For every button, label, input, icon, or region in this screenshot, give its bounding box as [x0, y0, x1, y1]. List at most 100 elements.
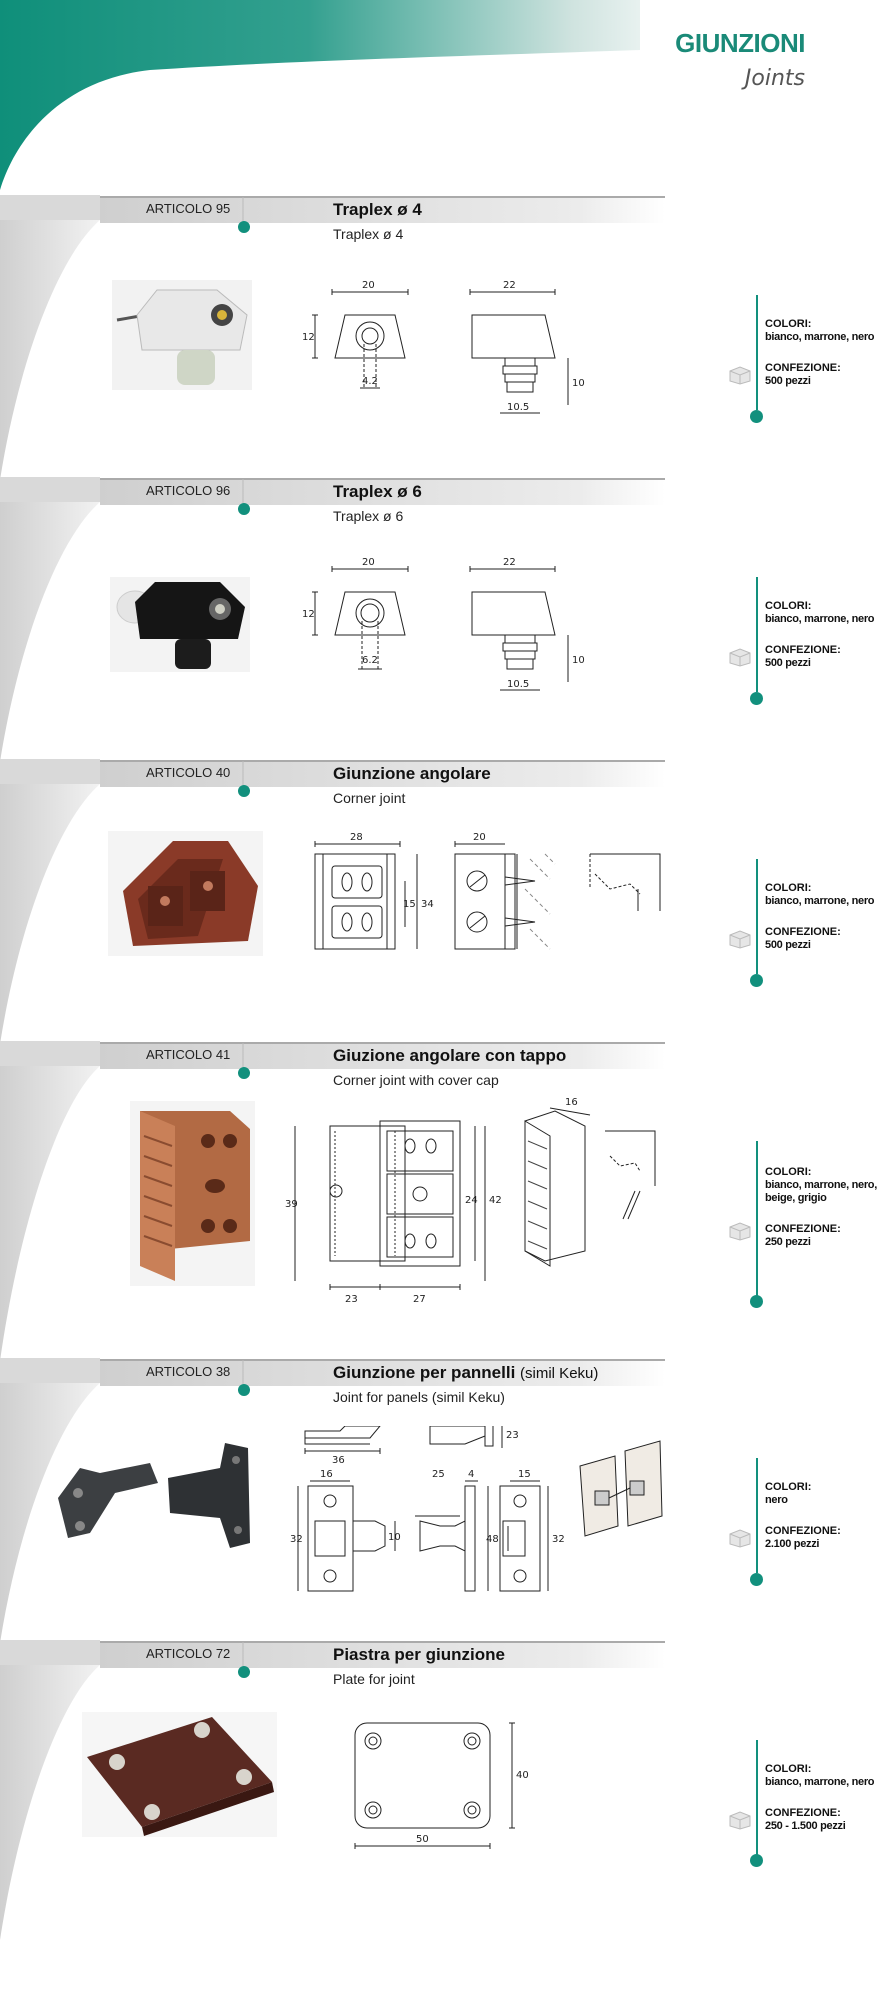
pack-label: CONFEZIONE: — [765, 644, 841, 656]
product-name: Giunzione per pannelli (simil Keku) — [333, 1363, 598, 1383]
colors-label: COLORI: — [765, 1481, 812, 1493]
product-section: ARTICOLO 40 Giunzione angolare Corner jo… — [0, 759, 880, 1044]
product-photo — [58, 1443, 250, 1548]
dim-label: 32 — [290, 1534, 303, 1545]
colors-label: COLORI: — [765, 318, 812, 330]
section-background — [0, 477, 665, 762]
pack-label: CONFEZIONE: — [765, 362, 841, 374]
package-icon — [729, 1529, 751, 1548]
colors-value: bianco, marrone, nero — [765, 895, 875, 907]
info-dot — [750, 1295, 763, 1308]
product-name-english: Plate for joint — [333, 1671, 415, 1687]
pack-label: CONFEZIONE: — [765, 1525, 841, 1537]
section-background — [0, 1041, 665, 1361]
section-dot — [238, 221, 250, 233]
article-number: ARTICOLO 41 — [146, 1047, 231, 1062]
section-background — [0, 1640, 665, 1940]
section-dot — [238, 503, 250, 515]
dim-label: 10.5 — [507, 679, 529, 690]
info-line — [756, 1458, 758, 1573]
article-number: ARTICOLO 95 — [146, 201, 231, 216]
info-line — [756, 577, 758, 692]
product-section: ARTICOLO 41 Giuzione angolare con tappo … — [0, 1041, 880, 1361]
package-icon — [729, 1222, 751, 1241]
dim-label: 22 — [503, 280, 516, 291]
colors-value: bianco, marrone, nero — [765, 1776, 875, 1788]
product-name-text: Giuzione angolare con tappo — [333, 1046, 567, 1065]
article-number: ARTICOLO 38 — [146, 1364, 231, 1379]
product-section: ARTICOLO 38 Giunzione per pannelli (simi… — [0, 1358, 880, 1643]
info-line — [756, 859, 758, 974]
dim-label: 6.2 — [362, 655, 378, 666]
section-dot — [238, 785, 250, 797]
section-dot — [238, 1067, 250, 1079]
dim-label: 4.2 — [362, 376, 378, 387]
info-dot — [750, 974, 763, 987]
dim-label: 10.5 — [507, 402, 529, 413]
article-number: ARTICOLO 40 — [146, 765, 231, 780]
dim-label: 25 — [432, 1469, 445, 1480]
product-name-text: Giunzione angolare — [333, 764, 491, 783]
section-background — [0, 195, 665, 480]
product-name: Traplex ø 4 — [333, 200, 422, 220]
dim-label: 42 — [489, 1195, 502, 1206]
dim-label: 20 — [362, 557, 375, 568]
dim-label: 24 — [465, 1195, 478, 1206]
product-info: COLORI: bianco, marrone, nero, beige, gr… — [765, 1166, 880, 1249]
product-photo — [112, 280, 252, 390]
colors-label: COLORI: — [765, 1166, 812, 1178]
product-name: Piastra per giunzione — [333, 1645, 505, 1665]
product-photo — [110, 577, 250, 672]
product-name-english: Corner joint — [333, 790, 406, 806]
product-info: COLORI: bianco, marrone, nero CONFEZIONE… — [765, 600, 875, 670]
info-dot — [750, 410, 763, 423]
section-dot — [238, 1666, 250, 1678]
product-name-text: Traplex ø 4 — [333, 200, 422, 219]
technical-drawing: 20 12 6.2 22 10 10.5 — [302, 557, 585, 691]
product-name: Traplex ø 6 — [333, 482, 422, 502]
dim-label: 10 — [572, 378, 585, 389]
product-section: ARTICOLO 72 Piastra per giunzione Plate … — [0, 1640, 880, 1940]
page-subtitle: Joints — [744, 66, 805, 91]
dim-label: 23 — [345, 1294, 358, 1305]
page-title: GIUNZIONI — [675, 28, 805, 58]
technical-drawing: 36 23 16 32 10 25 4 48 15 32 — [290, 1426, 663, 1592]
product-info: COLORI: bianco, marrone, nero CONFEZIONE… — [765, 318, 875, 388]
article-number: ARTICOLO 72 — [146, 1646, 231, 1661]
product-photo — [108, 831, 263, 956]
info-line — [756, 1740, 758, 1855]
pack-label: CONFEZIONE: — [765, 926, 841, 938]
package-icon — [729, 366, 751, 385]
product-name-text: Piastra per giunzione — [333, 1645, 505, 1664]
colors-label: COLORI: — [765, 600, 812, 612]
dim-label: 39 — [285, 1199, 298, 1210]
dim-label: 20 — [473, 832, 486, 843]
product-info: COLORI: bianco, marrone, nero CONFEZIONE… — [765, 1763, 875, 1833]
product-name-english: Traplex ø 4 — [333, 226, 404, 242]
section-background — [0, 1358, 665, 1643]
package-icon — [729, 1811, 751, 1830]
colors-value: nero — [765, 1494, 788, 1506]
info-line — [756, 295, 758, 410]
pack-value: 2.100 pezzi — [765, 1538, 820, 1550]
colors-value: bianco, marrone, nero — [765, 613, 875, 625]
section-background — [0, 759, 665, 1044]
dim-label: 15 — [518, 1469, 531, 1480]
product-name-english: Traplex ø 6 — [333, 508, 404, 524]
pack-value: 500 pezzi — [765, 375, 811, 387]
dim-label: 23 — [506, 1430, 519, 1441]
dim-label: 12 — [302, 609, 315, 620]
dim-label: 16 — [320, 1469, 333, 1480]
technical-drawing: 28 15 34 20 — [314, 832, 661, 950]
dim-label: 50 — [416, 1834, 429, 1845]
dim-label: 48 — [486, 1534, 499, 1545]
product-name-text: Giunzione per pannelli — [333, 1363, 516, 1382]
colors-value: bianco, marrone, nero, beige, grigio — [765, 1179, 877, 1204]
info-dot — [750, 1573, 763, 1586]
product-name-note: (simil Keku) — [520, 1365, 599, 1382]
dim-label: 27 — [413, 1294, 426, 1305]
dim-label: 10 — [388, 1532, 401, 1543]
section-dot — [238, 1384, 250, 1396]
colors-value: bianco, marrone, nero — [765, 331, 875, 343]
product-name: Giuzione angolare con tappo — [333, 1046, 566, 1066]
